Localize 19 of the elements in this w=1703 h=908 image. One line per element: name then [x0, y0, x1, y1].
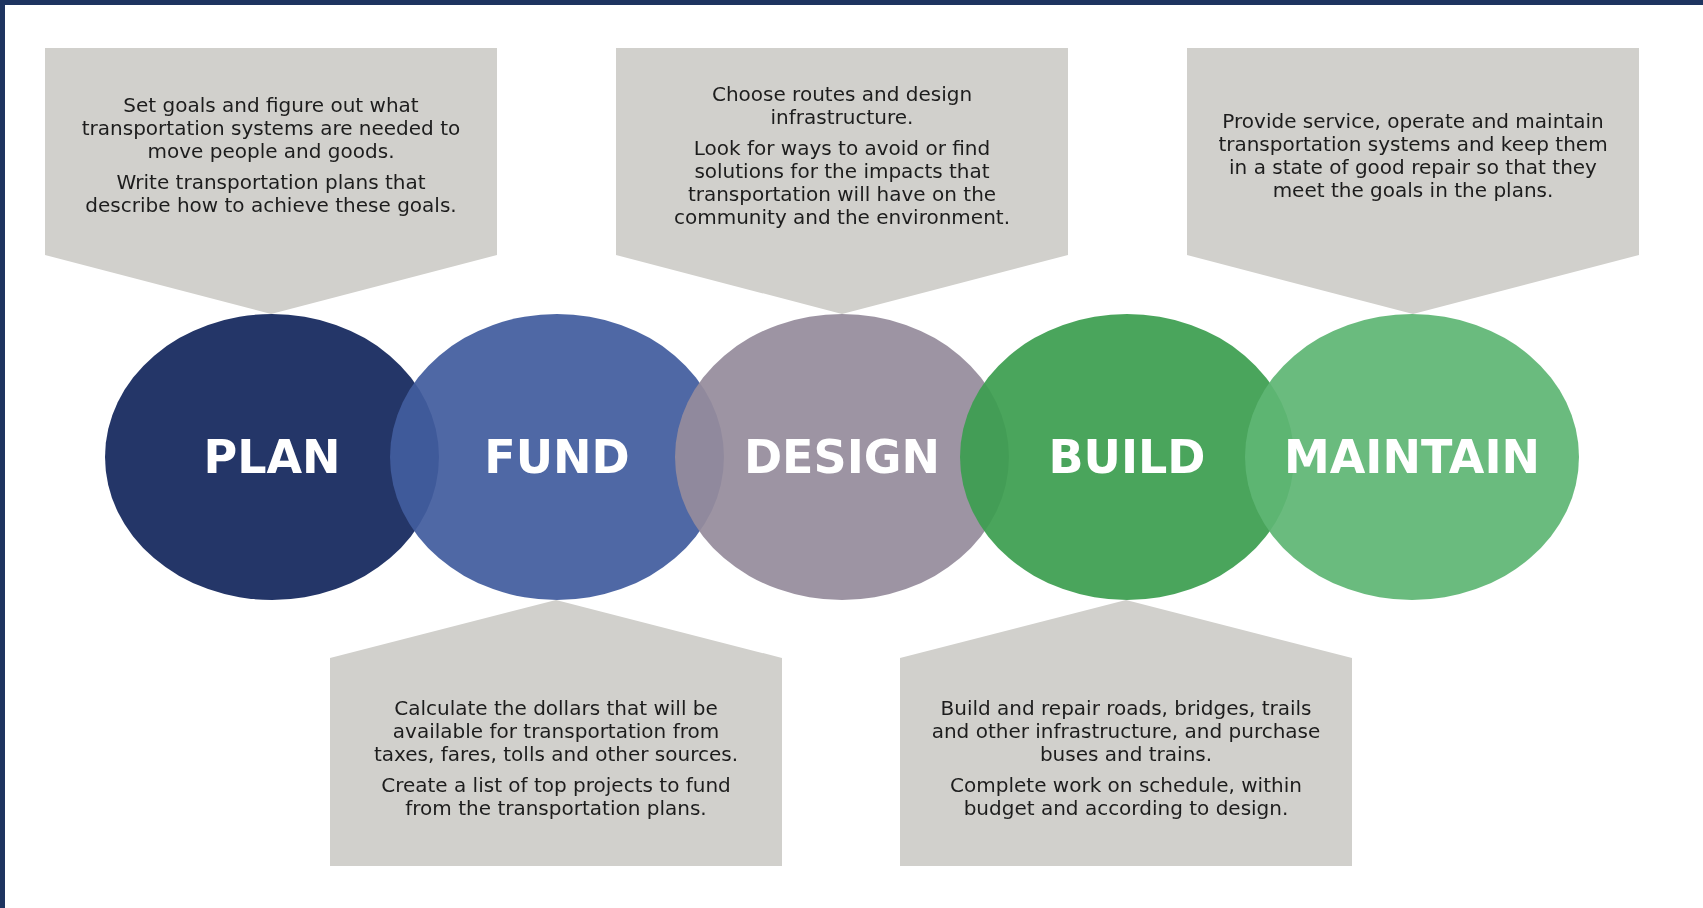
callout-box — [330, 600, 782, 866]
callout-box — [1187, 48, 1639, 314]
callout-text: Set goals and figure out what transportation systems are needed to move people and goods. — [80, 94, 462, 163]
callout-text: Create a list of top projects to fund from the transportation plans. — [380, 773, 732, 820]
callout-text: Complete work on schedule, within budget and according to design. — [949, 773, 1303, 820]
callout-text: Build and repair roads, bridges, trails and other infrastructure, and purchase buses and trains. — [931, 696, 1321, 766]
stage-label: PLAN — [203, 430, 341, 484]
callout-text: Look for ways to avoid or find solutions for the impacts that transportation will have on the community and the environment. — [672, 136, 1011, 229]
callout-box — [900, 600, 1352, 866]
callout-text: Choose routes and design infrastructure. — [710, 82, 974, 129]
callout-box — [45, 48, 497, 314]
stage-label: BUILD — [1048, 430, 1206, 484]
callout-text: Calculate the dollars that will be available for transportation from taxes, fares, tolls and other sources. — [372, 696, 740, 766]
callout-text: Provide service, operate and maintain transportation systems and keep them in a state of good repair so that they meet the goals in the plans. — [1218, 109, 1608, 202]
stage-label: DESIGN — [743, 430, 941, 484]
callout-text: Write transportation plans that describe how to achieve these goals. — [84, 171, 458, 217]
callout-box — [616, 48, 1068, 314]
stage-label: FUND — [484, 430, 630, 484]
stage-label: MAINTAIN — [1284, 430, 1540, 484]
